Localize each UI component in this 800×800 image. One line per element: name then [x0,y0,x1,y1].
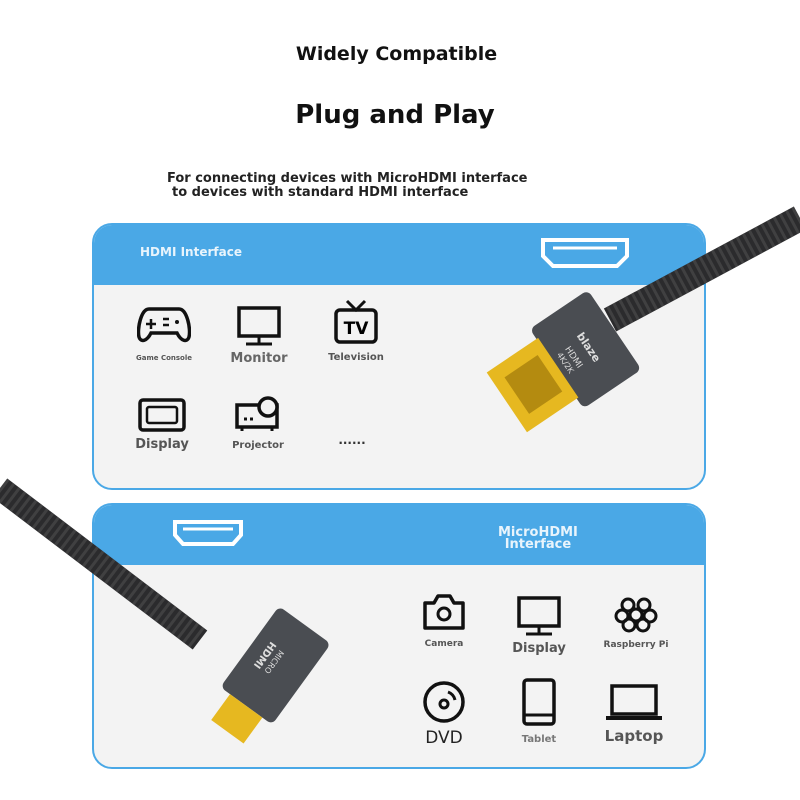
monitor-icon [517,596,561,636]
device-game-console: Game Console [124,303,204,363]
laptop-icon [606,684,662,720]
tv-icon: TV [334,299,378,344]
device-camera: Camera [404,593,484,649]
device-monitor: Monitor [219,305,299,366]
svg-text:TV: TV [344,319,370,339]
raspberry-icon [614,597,658,633]
subtitle: Plug and Play [295,100,495,130]
camera-icon [423,594,465,630]
projector-icon [235,396,279,431]
gamepad-icon [137,307,191,343]
tablet-icon [522,678,556,726]
device-dvd: DVD [404,680,484,748]
title: Widely Compatible [295,43,498,65]
display-icon [138,398,186,432]
device-projector: Projector [218,395,298,451]
description: For connecting devices with MicroHDMI in… [167,171,528,200]
hdmi-port-icon [541,238,629,268]
device-laptop: Laptop [594,683,674,745]
card-header: MicroHDMI Interface [94,505,704,565]
device-display: Display [122,397,202,452]
device-television: TV Television [316,299,396,363]
hdmi-connector: blaze HDMI 4K/2K [486,206,800,433]
disc-icon [423,681,465,723]
hdmi-port-icon [173,520,243,546]
device-raspberry-pi: Raspberry Pi [596,591,676,650]
micro-hdmi-connector: MICRO HDMI [0,478,329,744]
monitor-icon [237,306,281,346]
more-devices: ...... [338,433,366,447]
hdmi-interface-card: HDMI Interface Game Console Monitor TV T… [92,223,706,490]
device-tablet: Tablet [499,677,579,745]
card-header: HDMI Interface [94,225,704,285]
device-display: Display [499,595,579,656]
